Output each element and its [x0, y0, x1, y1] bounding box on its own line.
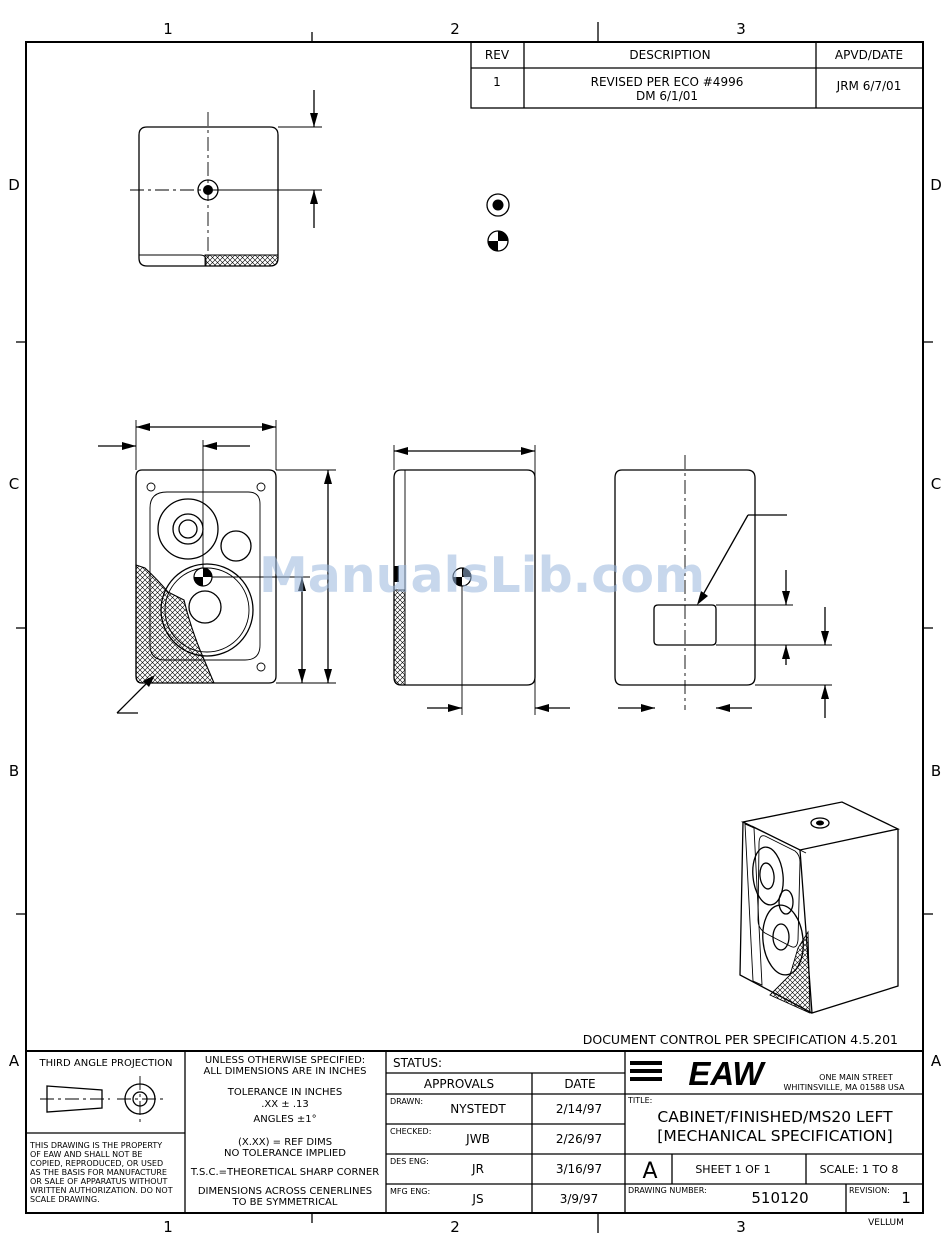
zone-row-a-left: A: [9, 1052, 20, 1070]
revision-block: REV DESCRIPTION APVD/DATE 1 REVISED PER …: [470, 41, 924, 109]
zone-col-2-top: 2: [450, 20, 460, 38]
svg-text:OR SALE OF APPARATUS WITHOUT: OR SALE OF APPARATUS WITHOUT: [30, 1177, 167, 1186]
svg-text:EAW: EAW: [688, 1055, 766, 1092]
svg-text:NYSTEDT: NYSTEDT: [450, 1102, 506, 1116]
svg-text:MFG ENG:: MFG ENG:: [390, 1187, 430, 1196]
top-view: [130, 90, 322, 267]
rev-header: REV: [485, 48, 510, 62]
zone-row-b-right: B: [931, 762, 941, 780]
svg-text:NO TOLERANCE IMPLIED: NO TOLERANCE IMPLIED: [224, 1148, 346, 1159]
zone-col-1-top: 1: [163, 20, 173, 38]
rear-view: [614, 455, 832, 718]
approvals-header: APPROVALS: [424, 1077, 494, 1091]
projection-symbol: [40, 1076, 163, 1122]
svg-text:2/26/97: 2/26/97: [556, 1132, 602, 1146]
svg-text:(X.XX) = REF DIMS: (X.XX) = REF DIMS: [238, 1137, 332, 1148]
side-view: [393, 445, 570, 715]
zone-col-2-bottom: 2: [450, 1218, 460, 1236]
approved-header: APVD/DATE: [835, 48, 903, 62]
svg-text:JS: JS: [471, 1192, 483, 1206]
svg-text:WRITTEN AUTHORIZATION. DO NOT: WRITTEN AUTHORIZATION. DO NOT: [30, 1186, 173, 1195]
isometric-view: [739, 801, 900, 1014]
side-cg-icon: [452, 567, 472, 587]
zone-col-1-bottom: 1: [163, 1218, 173, 1236]
svg-text:ANGLES ±1°: ANGLES ±1°: [253, 1114, 316, 1125]
approval-row-drawn: DRAWN: NYSTEDT 2/14/97: [390, 1097, 602, 1116]
svg-text:3/16/97: 3/16/97: [556, 1162, 602, 1176]
approval-row-mfg-eng: MFG ENG: JS 3/9/97: [390, 1187, 598, 1206]
rev-description-line2: DM 6/1/01: [636, 89, 698, 103]
scale: SCALE: 1 TO 8: [820, 1163, 899, 1176]
front-cg-icon: [193, 567, 213, 587]
zone-col-3-bottom: 3: [736, 1218, 746, 1236]
projection-label: THIRD ANGLE PROJECTION: [38, 1058, 172, 1069]
svg-text:COPIED, REPRODUCED, OR USED: COPIED, REPRODUCED, OR USED: [30, 1159, 163, 1168]
rev-value: 1: [493, 75, 501, 89]
zone-col-3-top: 3: [736, 20, 746, 38]
zone-row-d-left: D: [8, 176, 20, 194]
front-view: [98, 420, 336, 714]
svg-text:TO BE SYMMETRICAL: TO BE SYMMETRICAL: [232, 1197, 338, 1208]
zone-ticks: [16, 22, 933, 1233]
revision-value: 1: [901, 1189, 911, 1207]
svg-text:.XX ± .13: .XX ± .13: [261, 1099, 309, 1110]
description-header: DESCRIPTION: [629, 48, 710, 62]
zone-row-a-right: A: [931, 1052, 942, 1070]
address-line2: WHITINSVILLE, MA 01588 USA: [784, 1083, 905, 1092]
watermark: ManualsLib.com: [259, 547, 705, 604]
drawing-number-label: DRAWING NUMBER:: [628, 1186, 707, 1195]
approval-row-des-eng: DES ENG: JR 3/16/97: [390, 1157, 602, 1176]
zone-row-b-left: B: [9, 762, 19, 780]
sheet-number: SHEET 1 OF 1: [695, 1163, 770, 1176]
svg-text:T.S.C.=THEORETICAL SHARP CORNE: T.S.C.=THEORETICAL SHARP CORNER: [190, 1167, 379, 1178]
document-control-note: DOCUMENT CONTROL PER SPECIFICATION 4.5.2…: [583, 1032, 898, 1047]
svg-text:2/14/97: 2/14/97: [556, 1102, 602, 1116]
drawing-number: 510120: [751, 1189, 808, 1207]
svg-text:SCALE DRAWING.: SCALE DRAWING.: [30, 1195, 100, 1204]
address-line1: ONE MAIN STREET: [819, 1073, 893, 1082]
mounting-point-icon: [486, 193, 510, 217]
svg-text:TOLERANCE IN INCHES: TOLERANCE IN INCHES: [227, 1087, 342, 1098]
svg-text:OF EAW AND SHALL NOT BE: OF EAW AND SHALL NOT BE: [30, 1150, 142, 1159]
date-header: DATE: [564, 1077, 595, 1091]
status-label: STATUS:: [393, 1056, 442, 1070]
svg-text:DES ENG:: DES ENG:: [390, 1157, 429, 1166]
svg-text:3/9/97: 3/9/97: [560, 1192, 599, 1206]
svg-text:DIMENSIONS ACROSS CENERLINES: DIMENSIONS ACROSS CENERLINES: [198, 1186, 372, 1197]
svg-text:THIS DRAWING IS THE PROPERTY: THIS DRAWING IS THE PROPERTY: [29, 1141, 162, 1150]
revision-label: REVISION:: [849, 1186, 890, 1195]
title-label: TITLE:: [627, 1096, 652, 1105]
svg-text:AS THE BASIS FOR MANUFACTURE: AS THE BASIS FOR MANUFACTURE: [30, 1168, 167, 1177]
sheet-size: A: [642, 1159, 657, 1184]
approval-row-checked: CHECKED: JWB 2/26/97: [390, 1127, 602, 1146]
svg-text:ALL DIMENSIONS ARE IN INCHES: ALL DIMENSIONS ARE IN INCHES: [204, 1066, 367, 1077]
svg-text:CHECKED:: CHECKED:: [390, 1127, 431, 1136]
zone-row-c-right: C: [931, 475, 941, 493]
svg-text:DRAWN:: DRAWN:: [390, 1097, 423, 1106]
zone-row-c-left: C: [9, 475, 19, 493]
property-notice: THIS DRAWING IS THE PROPERTY OF EAW AND …: [29, 1141, 173, 1204]
title-block: THIRD ANGLE PROJECTION THIS DRAWING IS T…: [26, 1050, 923, 1213]
svg-text:JWB: JWB: [465, 1132, 490, 1146]
media-label: VELLUM: [868, 1218, 904, 1228]
title-line2: [MECHANICAL SPECIFICATION]: [657, 1127, 892, 1145]
title-line1: CABINET/FINISHED/MS20 LEFT: [657, 1108, 893, 1126]
svg-text:UNLESS OTHERWISE SPECIFIED:: UNLESS OTHERWISE SPECIFIED:: [205, 1055, 365, 1066]
center-of-gravity-icon: [487, 230, 509, 252]
tolerance-notes: UNLESS OTHERWISE SPECIFIED: ALL DIMENSIO…: [190, 1055, 379, 1208]
eaw-logo: EAW: [630, 1055, 766, 1092]
rev-approved-value: JRM 6/7/01: [836, 79, 902, 93]
symbol-legend: [486, 193, 510, 252]
svg-text:JR: JR: [471, 1162, 484, 1176]
rev-description-line1: REVISED PER ECO #4996: [591, 75, 744, 89]
zone-row-d-right: D: [930, 176, 942, 194]
